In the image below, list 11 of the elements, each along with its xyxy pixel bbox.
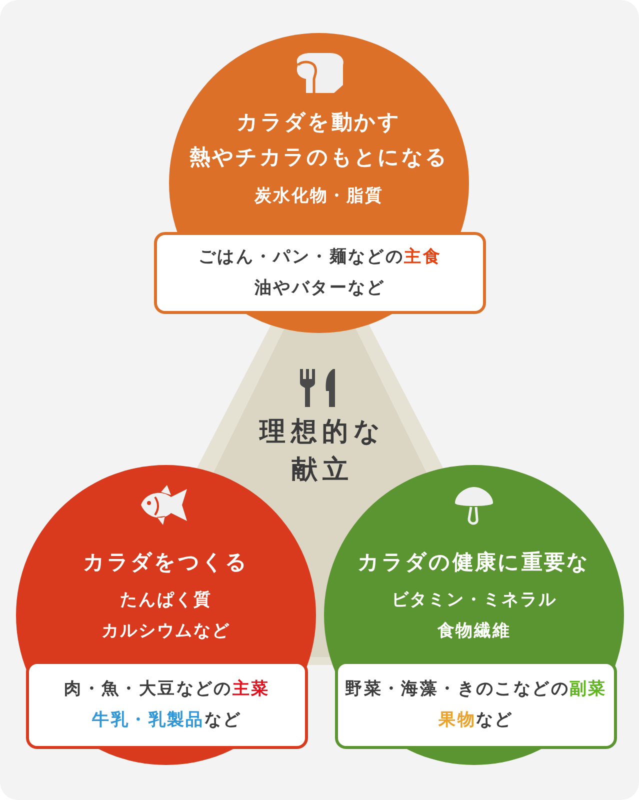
food-text: 肉・魚・大豆などの主菜牛乳・乳製品など xyxy=(63,678,271,732)
circle-heading: カラダの健康に重要な xyxy=(356,549,592,576)
circle-heading: カラダをつくる xyxy=(82,549,250,576)
nutrient-text: たんぱく質カルシウムなど xyxy=(100,589,232,643)
nutrient-text: ビタミン・ミネラル食物繊維 xyxy=(390,589,558,643)
circle-heading: カラダを動かす熱やチカラのもとになる xyxy=(188,109,450,171)
food-text: ごはん・パン・麺などの主食油やバターなど xyxy=(197,246,443,300)
center-title: 理想的な献立 xyxy=(258,416,386,487)
food-card xyxy=(154,232,486,314)
nutrient-text: 炭水化物・脂質 xyxy=(253,185,384,208)
food-text: 野菜・海藻・きのこなどの副菜果物など xyxy=(344,678,608,732)
